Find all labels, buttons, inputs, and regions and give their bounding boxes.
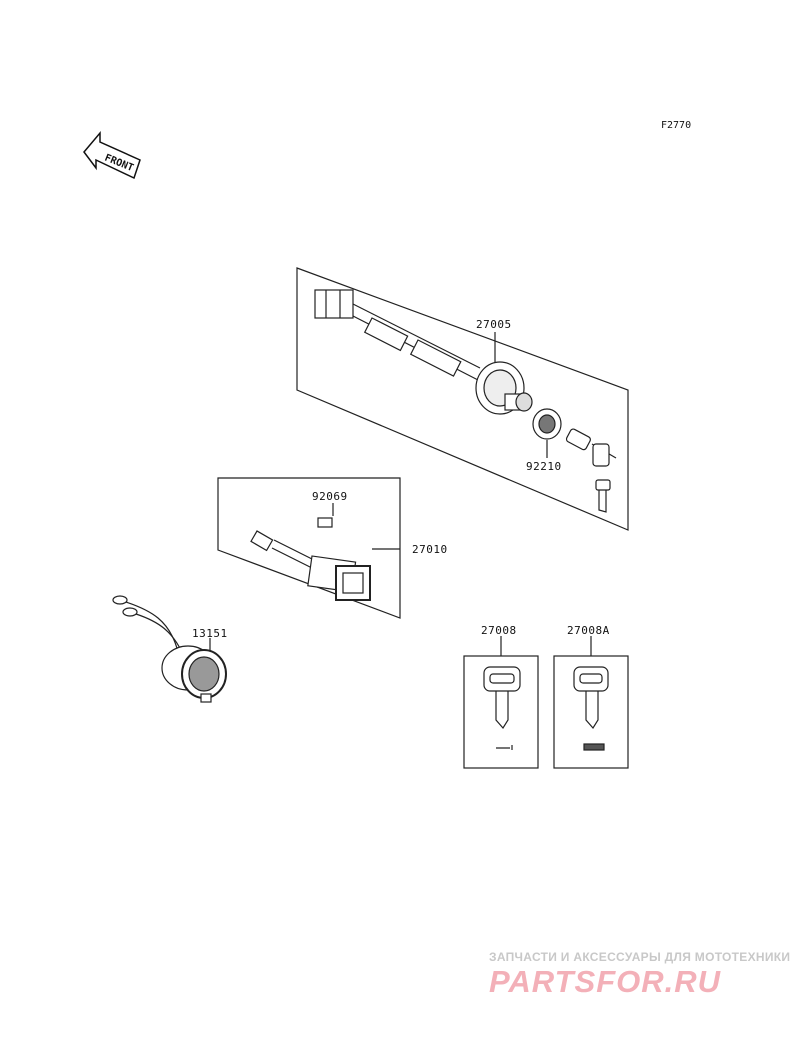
watermark-logo: PARTSFOR.RU <box>489 964 722 999</box>
front-arrow-icon: FRONT <box>83 130 141 180</box>
key-blank-alt-box <box>553 636 629 769</box>
socket-group <box>112 595 227 703</box>
part-label-key-blank-alt[interactable]: 27008A <box>567 624 610 637</box>
part-label-nut[interactable]: 92069 <box>312 490 348 503</box>
diagram-code: F2770 <box>661 120 692 131</box>
ignition-switch-group <box>296 267 629 531</box>
part-label-socket[interactable]: 13151 <box>192 627 228 640</box>
part-label-ignition-switch[interactable]: 27005 <box>476 318 512 331</box>
part-label-switch-assy[interactable]: 27010 <box>412 543 448 556</box>
switch-assy-group <box>217 477 401 619</box>
part-label-key-blank[interactable]: 27008 <box>481 624 517 637</box>
part-label-ignition-cap[interactable]: 92210 <box>526 460 562 473</box>
watermark-tagline: ЗАПЧАСТИ И АКСЕССУАРЫ ДЛЯ МОТОТЕХНИКИ <box>489 950 791 964</box>
key-blank-box <box>463 636 539 769</box>
